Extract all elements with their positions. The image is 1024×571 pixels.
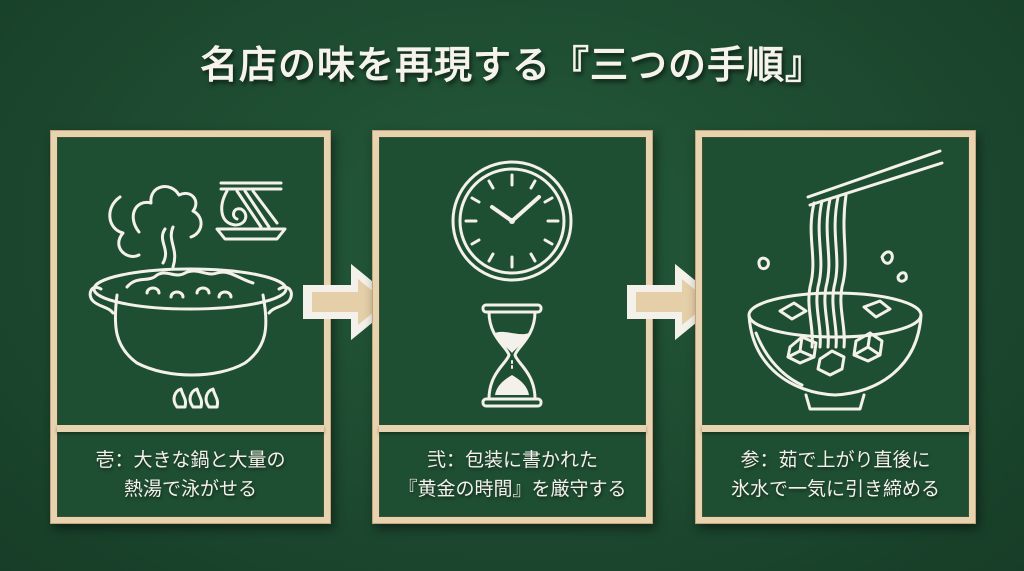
caption-line: 壱：大きな鍋と大量の [95, 448, 286, 471]
caption-line: 『黄金の時間』を厳守する [398, 477, 627, 500]
noodles-on-plate-icon [215, 181, 287, 241]
page-title: 名店の味を再現する『三つの手順』 [199, 42, 824, 87]
clock-icon [451, 160, 573, 282]
step-panel-3: 参：茹で上がり直後に 氷水で一気に引き締める [695, 130, 976, 524]
boiling-pot-icon [88, 185, 293, 409]
step-caption-1: 壱：大きな鍋と大量の 熱湯で泳がせる [57, 432, 324, 517]
caption-divider [702, 425, 969, 432]
step-panel-2: 弐：包装に書かれた 『黄金の時間』を厳守する [372, 130, 653, 524]
step-caption-3: 参：茹で上がり直後に 氷水で一気に引き締める [702, 432, 969, 517]
step-panel-1: 壱：大きな鍋と大量の 熱湯で泳がせる [50, 130, 331, 524]
caption-line: 熱湯で泳がせる [123, 477, 257, 500]
chopsticks-icon [806, 149, 944, 207]
caption-line: 参：茹で上がり直後に [740, 448, 931, 471]
caption-divider [57, 425, 324, 432]
noodle-bowl-ice-water-icon [747, 149, 944, 411]
caption-divider [379, 425, 646, 432]
caption-line: 氷水で一気に引き締める [730, 477, 940, 500]
step-caption-2: 弐：包装に書かれた 『黄金の時間』を厳守する [379, 432, 646, 517]
caption-line: 弐：包装に書かれた [426, 448, 598, 471]
hourglass-icon [481, 303, 543, 408]
timing-illustration [451, 160, 573, 408]
